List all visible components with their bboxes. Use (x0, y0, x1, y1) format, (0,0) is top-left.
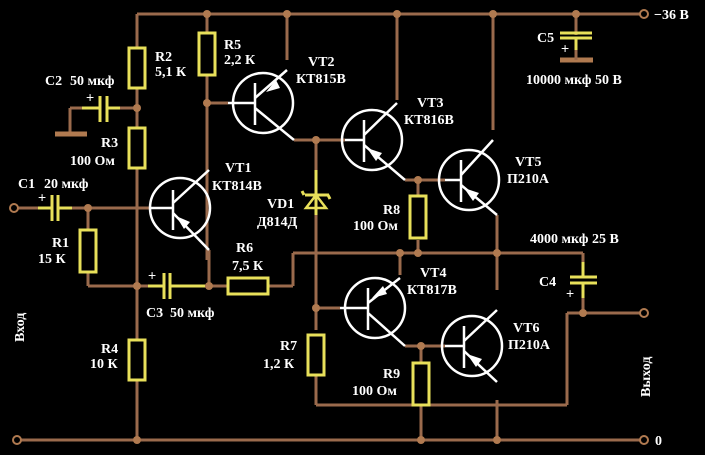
resistor-R9 (411, 361, 431, 407)
output-label: Выход (639, 357, 654, 397)
transistor-VT1 (148, 169, 212, 251)
C3-value: 50 мкф (170, 306, 215, 321)
transistor-VT2 (228, 69, 295, 141)
transistor-VT3 (340, 102, 406, 181)
resistors (78, 31, 431, 407)
resistor-R8 (408, 194, 428, 240)
transistor-VT4 (340, 276, 407, 347)
input-terminal[interactable] (9, 203, 19, 213)
VD1-name: VD1 (267, 197, 294, 212)
output-terminal[interactable] (639, 308, 649, 318)
C2-name: C2 (45, 74, 62, 89)
input-ground-terminal[interactable] (12, 435, 22, 445)
transistor-VT6 (440, 309, 504, 383)
C5-value: 10000 мкф 50 В (526, 73, 622, 88)
C1-value: 20 мкф (44, 177, 89, 192)
input-label: Вход (13, 313, 28, 342)
R1-name: R1 (52, 236, 69, 251)
capacitor-C4: + (566, 262, 597, 301)
R2-name: R2 (155, 50, 172, 65)
plus-mark: + (38, 189, 46, 205)
R8-name: R8 (383, 203, 400, 218)
labels: −36 В 0 Вход Выход R2 5,1 К R5 2,2 К C2 … (13, 8, 689, 449)
capacitor-C2: + (55, 89, 120, 137)
R5-value: 2,2 К (224, 53, 256, 68)
VT1-value: КТ814В (212, 179, 262, 194)
capacitor-C1: + (38, 189, 72, 221)
ground-label: 0 (655, 434, 662, 449)
R3-name: R3 (101, 136, 118, 151)
plus-mark: + (566, 285, 574, 301)
junctions (84, 10, 587, 444)
plus-mark: + (148, 267, 156, 283)
VT5-name: VT5 (515, 155, 541, 170)
R9-name: R9 (383, 367, 400, 382)
R6-value: 7,5 К (232, 259, 264, 274)
resistor-R1 (78, 228, 98, 274)
plus-mark: + (86, 89, 94, 105)
VT6-name: VT6 (513, 321, 539, 336)
resistor-R4 (127, 338, 147, 382)
VT2-name: VT2 (308, 55, 334, 70)
VT5-value: П210А (507, 172, 550, 187)
C3-name: C3 (146, 306, 163, 321)
R2-value: 5,1 К (155, 65, 187, 80)
R7-value: 1,2 К (263, 357, 295, 372)
R8-value: 100 Ом (353, 219, 398, 234)
R4-name: R4 (101, 342, 118, 357)
R1-value: 15 К (38, 252, 67, 267)
R3-value: 100 Ом (70, 154, 115, 169)
VT3-value: КТ816В (404, 113, 454, 128)
resistor-R6 (226, 276, 270, 296)
VD1-value: Д814Д (257, 215, 298, 230)
R7-name: R7 (280, 339, 297, 354)
capacitors: + + + + (38, 31, 597, 301)
R4-value: 10 К (90, 357, 119, 372)
transistors (148, 69, 504, 383)
transistor-VT5 (437, 139, 501, 216)
ground-terminal[interactable] (639, 435, 649, 445)
resistor-R3 (127, 126, 147, 170)
C2-value: 50 мкф (70, 74, 115, 89)
R9-value: 100 Ом (352, 384, 397, 399)
VT1-name: VT1 (225, 161, 251, 176)
C1-name: C1 (18, 177, 35, 192)
plus-mark: + (561, 40, 569, 56)
R6-name: R6 (236, 241, 253, 256)
R5-name: R5 (224, 38, 241, 53)
resistor-R5 (197, 31, 217, 77)
resistor-R2 (127, 46, 147, 90)
VT3-name: VT3 (417, 96, 443, 111)
C4-value: 4000 мкф 25 В (530, 232, 619, 247)
VT4-name: VT4 (420, 266, 446, 281)
supply-terminal[interactable] (639, 9, 649, 19)
C4-name: C4 (539, 275, 556, 290)
capacitor-C3: + (148, 267, 205, 299)
VT6-value: П210А (508, 338, 551, 353)
VT2-value: КТ815В (296, 72, 346, 87)
resistor-R7 (306, 333, 326, 377)
zener-diode-VD1 (300, 170, 332, 215)
VT4-value: КТ817В (407, 283, 457, 298)
capacitor-C5: + (560, 31, 593, 63)
C5-name: C5 (537, 31, 554, 46)
supply-label: −36 В (654, 8, 689, 23)
